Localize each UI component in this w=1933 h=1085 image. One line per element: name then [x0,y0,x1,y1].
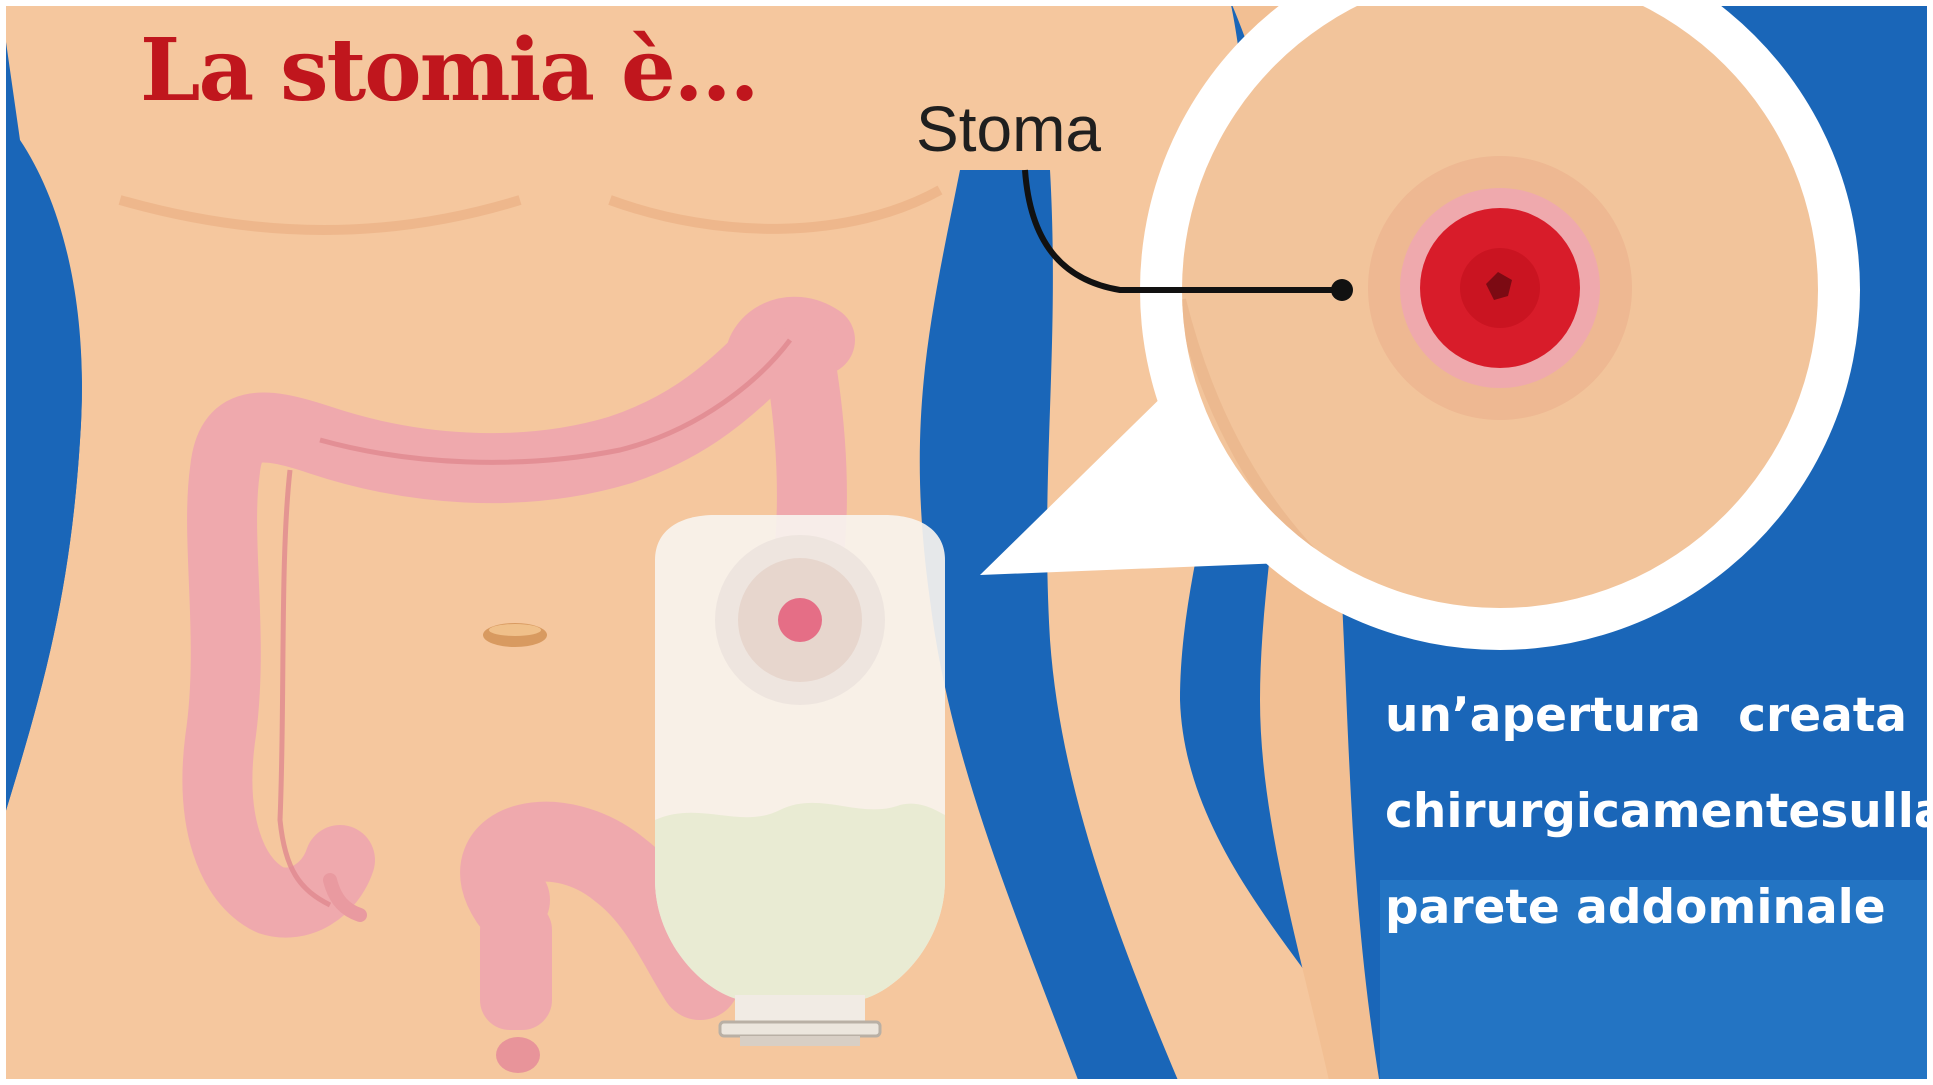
definition-line-3: parete addominale [1385,860,1907,956]
callout-dot [1331,279,1353,301]
rectum-lower [480,900,552,1030]
definition-word: un’apertura [1385,668,1701,764]
slide-title: La stomia è... [140,20,758,121]
stoma-label: Stoma [916,92,1101,166]
definition-line-2: chirurgicamente sulla [1385,764,1907,860]
navel-highlight [489,624,541,636]
ostomy-bag [655,515,945,1046]
definition-word: sulla [1820,764,1933,860]
definition-word: chirurgicamente [1385,764,1820,860]
definition-word: parete addominale [1385,860,1886,956]
anus [496,1037,540,1073]
stoma-definition: un’apertura creata chirurgicamente sulla… [1385,668,1907,956]
definition-line-1: un’apertura creata [1385,668,1907,764]
definition-word: creata [1738,668,1907,764]
